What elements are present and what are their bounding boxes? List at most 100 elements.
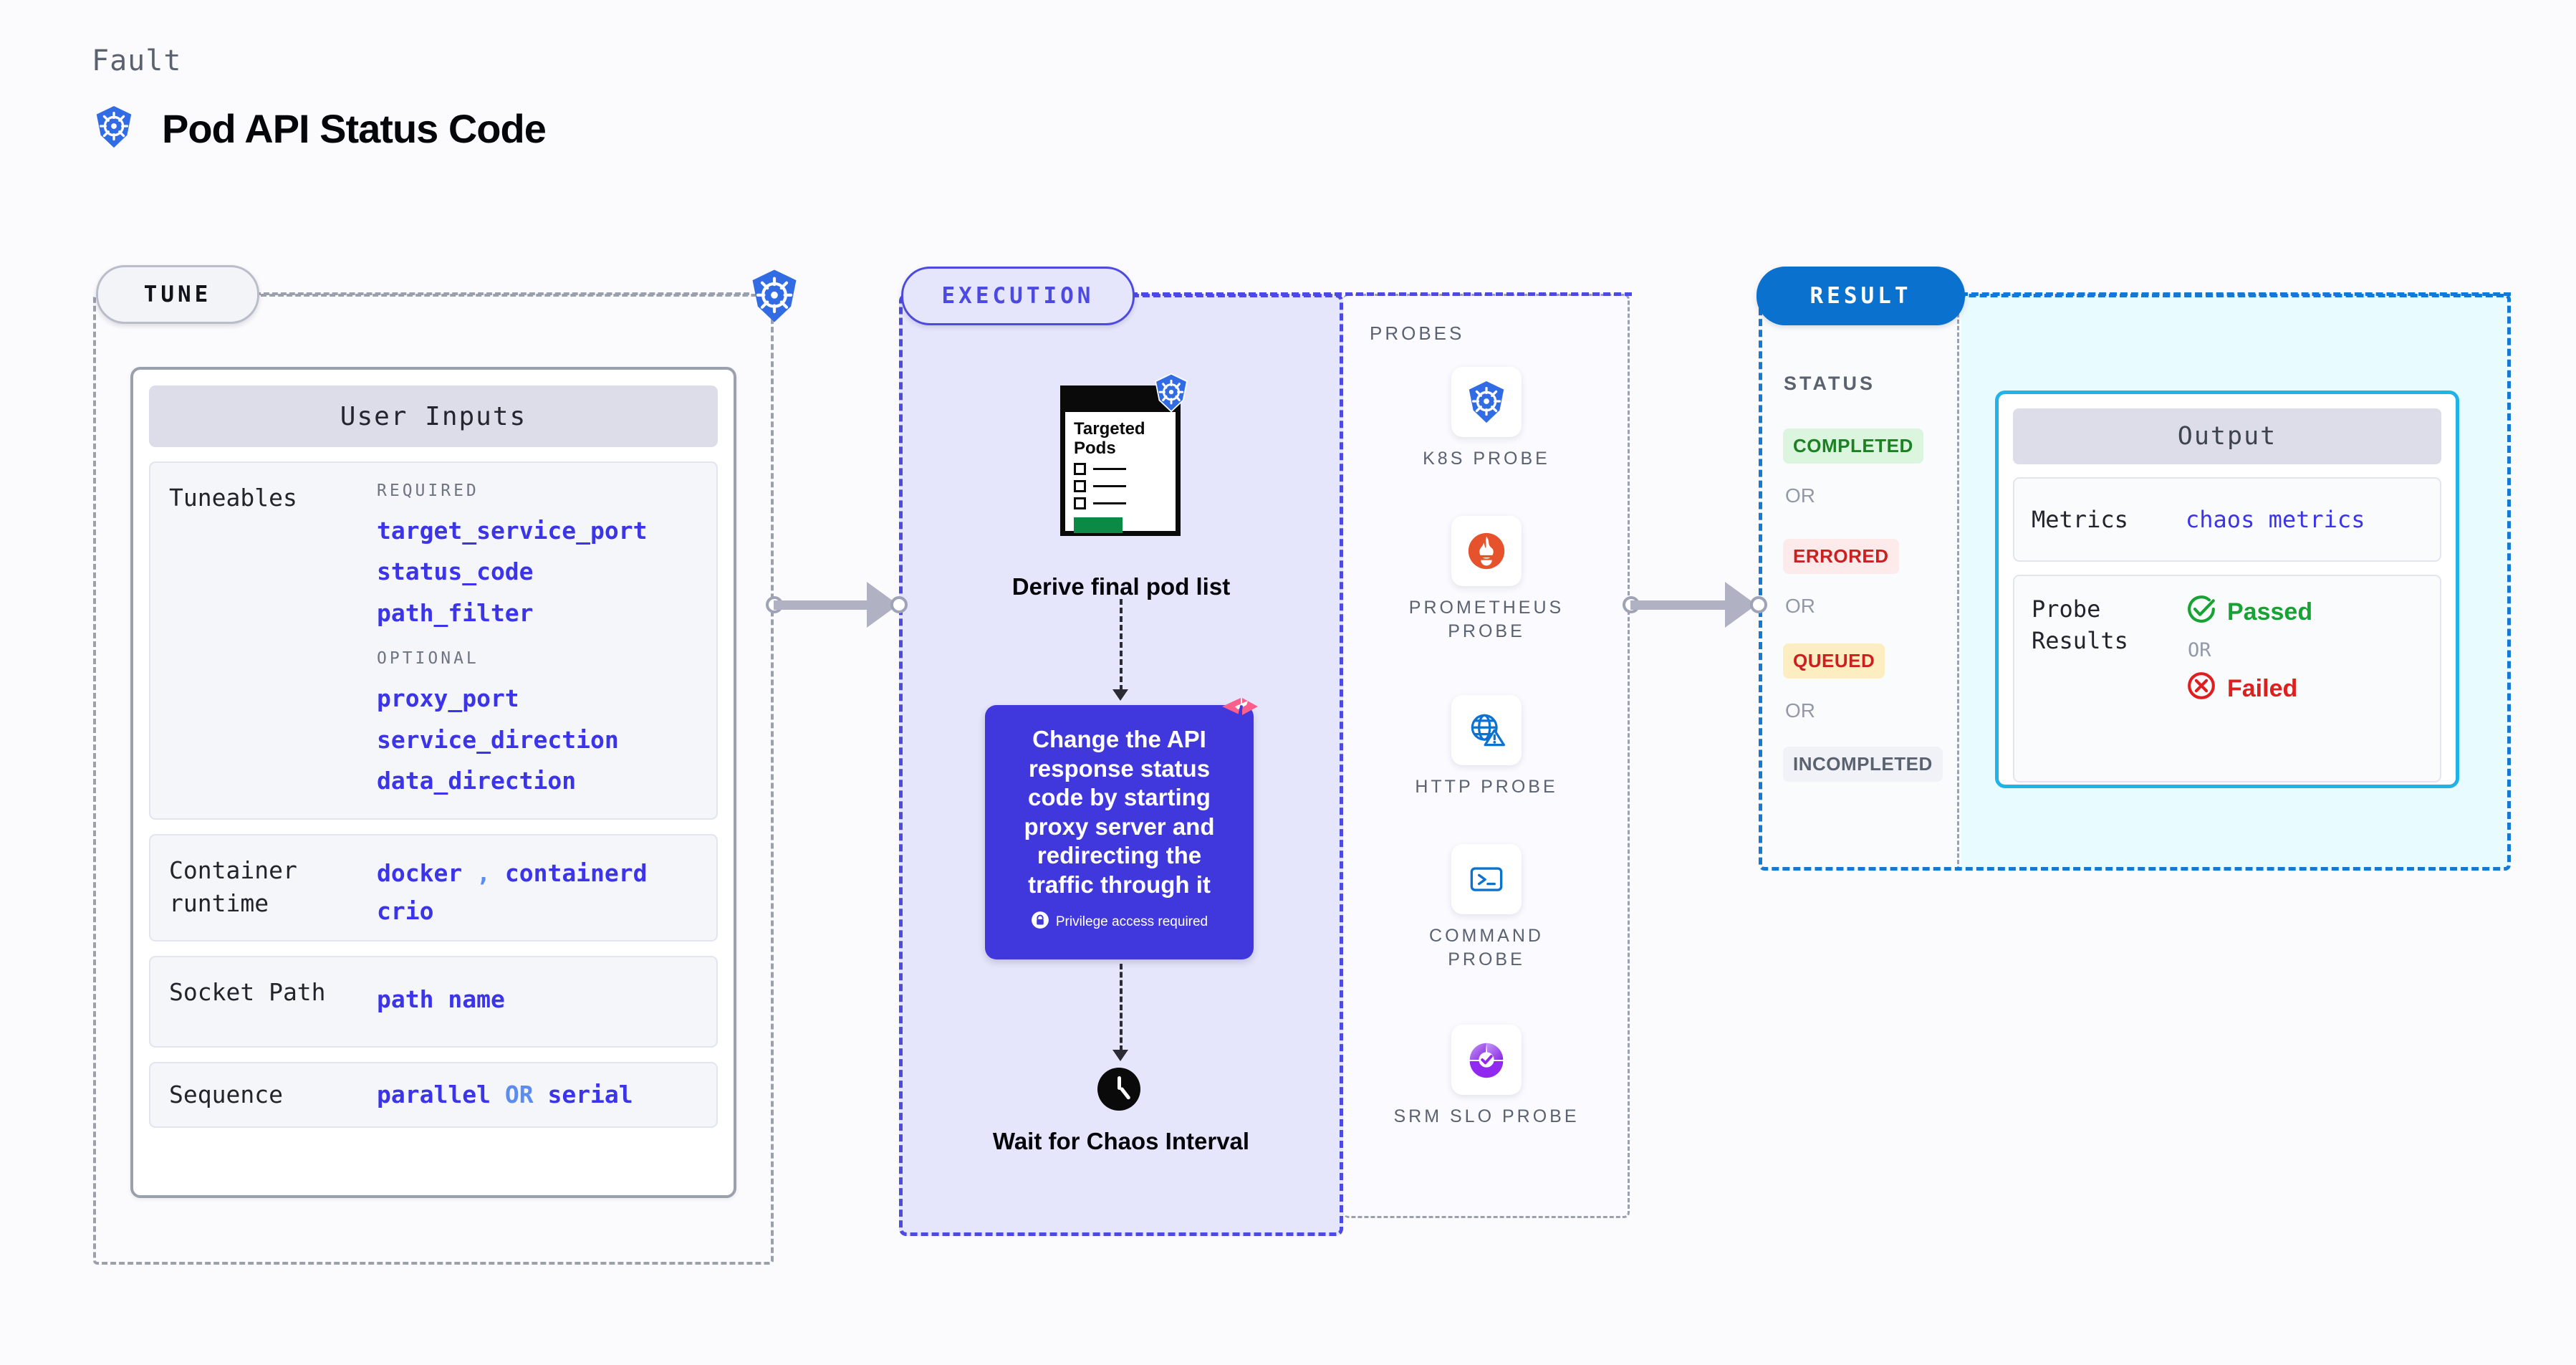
probe-command[interactable]: COMMAND PROBE [1390, 844, 1583, 971]
runtime-containerd[interactable]: containerd [504, 859, 648, 887]
probe-label: HTTP PROBE [1415, 777, 1558, 797]
probe-label: SRM SLO PROBE [1393, 1106, 1580, 1126]
user-inputs-title: User Inputs [149, 385, 718, 447]
targeted-pods-title: Targeted Pods [1074, 419, 1145, 459]
tune-leader-line [255, 292, 749, 295]
status-badge-errored: ERRORED [1783, 539, 1899, 574]
tuneables-label: Tuneables [169, 484, 297, 512]
probe-result-passed: Passed [2186, 593, 2423, 631]
probe-label: COMMAND PROBE [1429, 926, 1544, 969]
list-dash [1093, 485, 1126, 488]
or-label: OR [1785, 484, 1815, 507]
execution-leader-line [1130, 292, 1632, 296]
targeted-pods-card: Targeted Pods [1060, 385, 1181, 536]
privilege-note: Privilege access required [1004, 911, 1235, 933]
list-dash [1093, 502, 1126, 505]
tuneable-item[interactable]: path_filter [377, 598, 534, 627]
container-runtime-row: Container runtime docker , containerd cr… [149, 834, 718, 942]
checkbox-icon [1074, 463, 1086, 476]
list-dash [1093, 468, 1126, 471]
pod-list-item [1065, 463, 1176, 476]
status-badge-completed: COMPLETED [1783, 428, 1923, 464]
probe-srm-slo[interactable]: SRM SLO PROBE [1390, 1025, 1583, 1129]
probe-result-failed: Failed [2186, 670, 2423, 707]
flow-arrow-1 [1112, 689, 1128, 701]
sequence-row: Sequence parallel OR serial [149, 1062, 718, 1128]
flow-arrow-2 [1112, 1050, 1128, 1061]
user-inputs-card: User Inputs Tuneables REQUIRED target_se… [130, 367, 736, 1198]
sequence-parallel[interactable]: parallel [377, 1081, 491, 1109]
socket-path-value[interactable]: path name [377, 985, 505, 1013]
tuneable-item[interactable]: proxy_port [377, 684, 519, 713]
connector-end-dot [890, 596, 908, 613]
page-title: Pod API Status Code [162, 106, 547, 151]
or-label: OR [1785, 699, 1815, 722]
litmus-chaos-icon [1219, 696, 1259, 732]
globe-warning-icon [1451, 695, 1522, 765]
chaos-action-text: Change the API response status code by s… [1024, 726, 1215, 898]
checkbox-icon [1074, 480, 1086, 493]
derive-pod-list-label: Derive final pod list [1011, 573, 1231, 600]
sequence-label: Sequence [169, 1081, 283, 1109]
passed-label: Passed [2227, 598, 2313, 626]
checkbox-icon [1074, 497, 1086, 510]
title-row: Pod API Status Code [92, 105, 547, 153]
runtime-separator: , [476, 859, 491, 887]
connector-end-dot-2 [1750, 596, 1767, 613]
kubernetes-icon [92, 105, 136, 153]
page-header: Fault Pod API Status Code [92, 44, 547, 153]
connector-line-2 [1630, 600, 1736, 610]
chaos-action-card: Change the API response status code by s… [985, 705, 1254, 959]
check-circle-icon [2186, 593, 2217, 631]
flow-line-2 [1120, 964, 1123, 1051]
kubernetes-icon [1451, 367, 1522, 437]
output-card: Output Metrics chaos metrics Probe Resul… [1995, 391, 2459, 788]
runtime-crio[interactable]: crio [377, 897, 434, 926]
tuneable-item[interactable]: data_direction [377, 767, 577, 795]
flow-line-1 [1120, 599, 1123, 691]
output-title: Output [2013, 408, 2441, 464]
prometheus-icon [1451, 516, 1522, 586]
socket-path-label: Socket Path [169, 978, 326, 1006]
clock-icon [1097, 1068, 1140, 1111]
result-leader-line [1961, 292, 2511, 296]
tuneable-item[interactable]: status_code [377, 557, 534, 586]
status-badge-incompleted: INCOMPLETED [1783, 747, 1943, 782]
kubernetes-icon [746, 268, 802, 324]
connector-line [774, 600, 880, 610]
failed-label: Failed [2227, 674, 2298, 702]
execution-pill[interactable]: EXECUTION [901, 267, 1135, 325]
tuneables-row: Tuneables REQUIRED target_service_port s… [149, 461, 718, 820]
optional-label: OPTIONAL [377, 649, 479, 669]
status-badge-queued: QUEUED [1783, 643, 1885, 679]
probe-results-label: Probe Results [2032, 595, 2128, 655]
terminal-icon [1451, 844, 1522, 914]
tuneable-item[interactable]: target_service_port [377, 517, 648, 545]
tune-section [93, 294, 774, 1265]
wait-for-chaos-label: Wait for Chaos Interval [992, 1128, 1250, 1154]
sequence-serial[interactable]: serial [547, 1081, 633, 1109]
socket-path-row: Socket Path path name [149, 956, 718, 1048]
tuneable-item[interactable]: service_direction [377, 725, 619, 754]
or-label: OR [2188, 639, 2211, 661]
pod-list-item [1065, 480, 1176, 493]
probe-http[interactable]: HTTP PROBE [1390, 695, 1583, 799]
probes-title: PROBES [1370, 322, 1465, 344]
metrics-label: Metrics [2032, 505, 2128, 533]
metrics-value[interactable]: chaos metrics [2186, 506, 2365, 533]
privilege-text: Privilege access required [1055, 914, 1208, 929]
progress-bar [1074, 517, 1123, 534]
tune-pill[interactable]: TUNE [96, 265, 259, 324]
metrics-row: Metrics chaos metrics [2013, 477, 2441, 562]
runtime-docker[interactable]: docker [377, 859, 463, 887]
or-label: OR [1785, 595, 1815, 617]
result-pill[interactable]: RESULT [1756, 267, 1965, 325]
card-topbar [1065, 391, 1176, 412]
container-runtime-label: Container runtime [169, 856, 297, 917]
probe-prometheus[interactable]: PROMETHEUS PROBE [1390, 516, 1583, 643]
fault-eyebrow: Fault [92, 44, 182, 77]
sequence-values: parallel OR serial [377, 1076, 698, 1113]
probe-k8s[interactable]: K8S PROBE [1390, 367, 1583, 471]
status-title: STATUS [1784, 373, 1875, 394]
probe-label: K8S PROBE [1423, 449, 1550, 469]
